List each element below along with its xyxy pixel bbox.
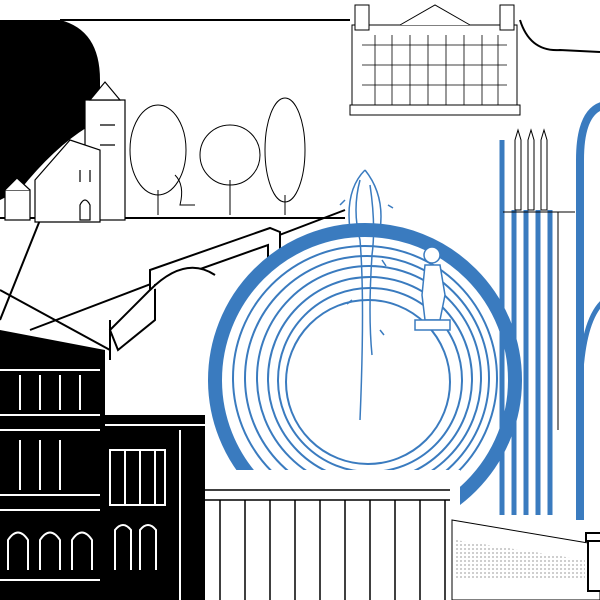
disc-cover — [200, 470, 460, 600]
blue-stripes — [499, 140, 553, 515]
dark-building — [0, 330, 205, 600]
trash-bin — [585, 532, 600, 592]
town-hall — [349, 4, 521, 116]
church — [4, 81, 126, 223]
paved-ground — [451, 519, 600, 600]
dark-hill — [0, 20, 100, 200]
fountain-jet — [339, 169, 394, 421]
colonnade-building — [205, 489, 450, 600]
blue-inner-arch — [577, 301, 600, 401]
spire-statues — [503, 128, 575, 430]
trees — [129, 97, 306, 215]
statue — [414, 246, 451, 331]
